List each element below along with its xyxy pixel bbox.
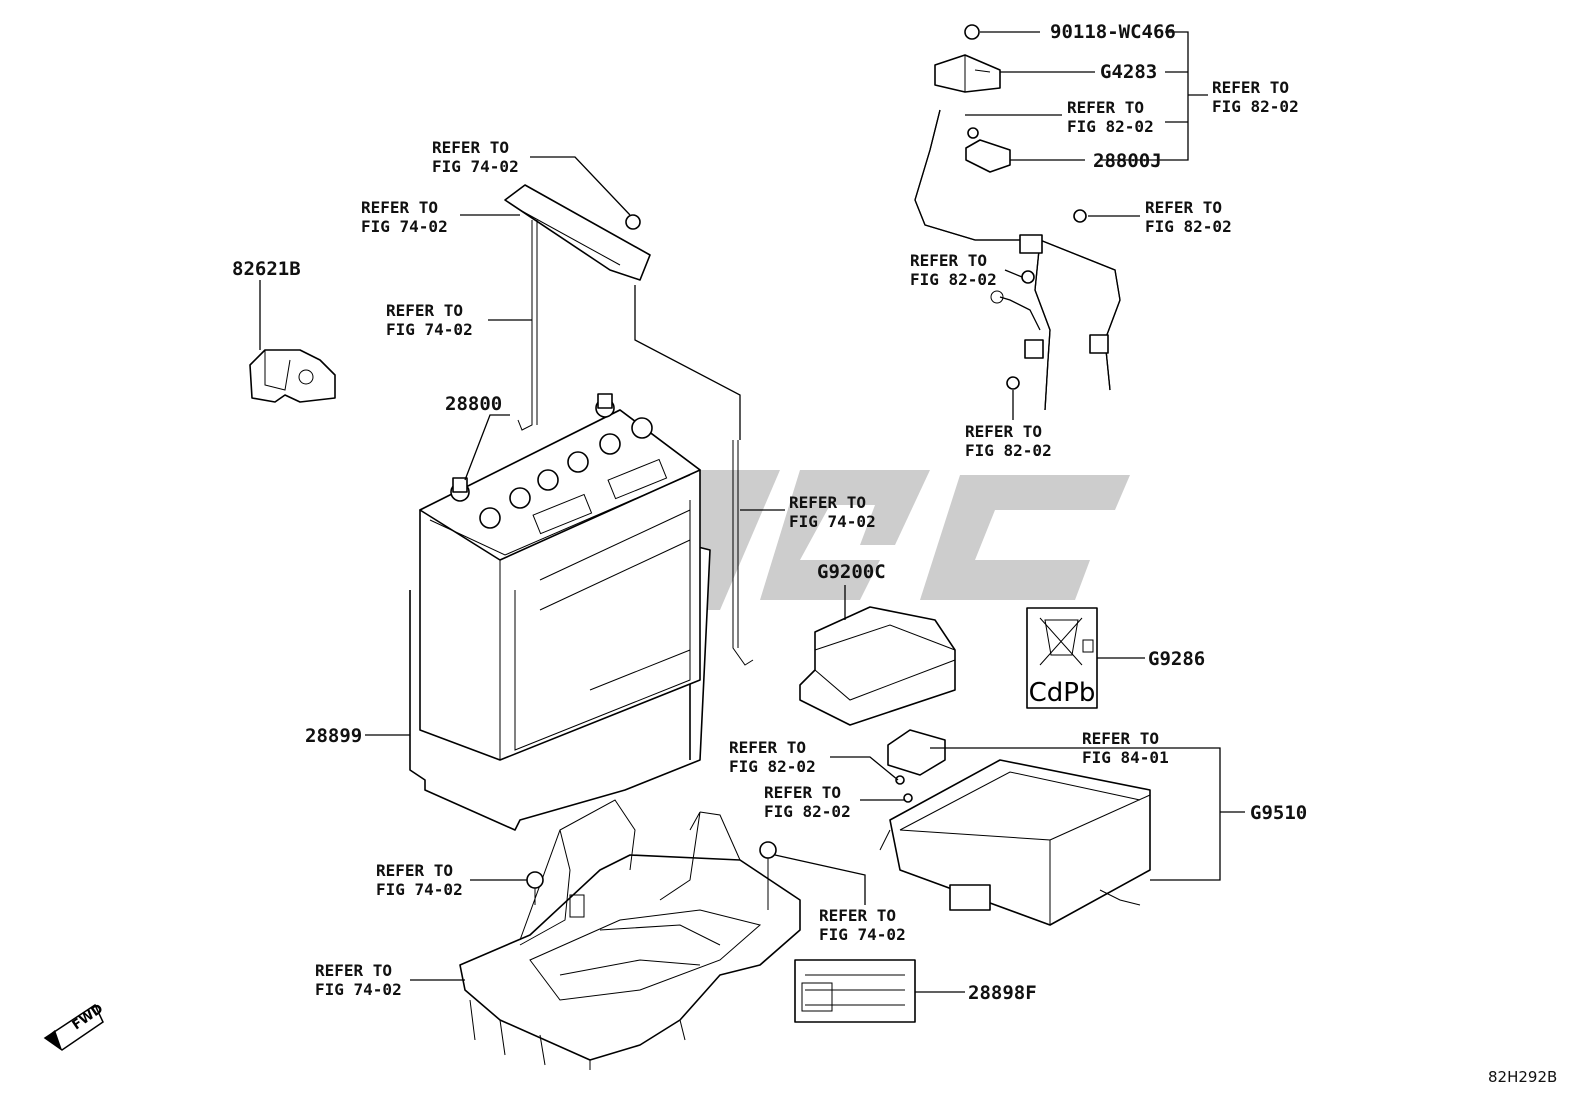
label-90118-wc466: 90118-WC466 — [1050, 21, 1176, 43]
battery[interactable] — [409, 393, 711, 831]
label-g4283: G4283 — [1100, 61, 1157, 83]
ref-label: FIG 82-02 — [910, 270, 997, 289]
ref-label: FIG 84-01 — [1082, 748, 1169, 767]
ref-label: REFER TO — [1082, 729, 1159, 748]
ref-label: REFER TO — [764, 783, 841, 802]
clamp-nut[interactable] — [625, 214, 641, 230]
ecu-cover-g9200c[interactable] — [799, 606, 956, 726]
label-28898f: 28898F — [968, 982, 1037, 1004]
ecu-g9510[interactable] — [879, 759, 1151, 926]
recycle-label-text: CdPb — [1029, 678, 1096, 708]
diagram-code: 82H292B — [1488, 1068, 1557, 1086]
label-g9286: G9286 — [1148, 648, 1205, 670]
reference-labels: REFER TO FIG 82-02 REFER TO FIG 82-02 RE… — [315, 78, 1299, 999]
ref-label: REFER TO — [965, 422, 1042, 441]
label-g9510: G9510 — [1250, 802, 1307, 824]
forward-arrow-icon: FWD — [43, 1001, 106, 1051]
ref-label: REFER TO — [910, 251, 987, 270]
ref-label: REFER TO — [315, 961, 392, 980]
ref-label: FIG 82-02 — [764, 802, 851, 821]
ref-label: FIG 82-02 — [1212, 97, 1299, 116]
battery-hold-down-clamp[interactable] — [504, 184, 651, 281]
ref-label: FIG 74-02 — [386, 320, 473, 339]
leader-lines — [259, 31, 1245, 993]
label-28899: 28899 — [305, 725, 362, 747]
fuse-block-82621b[interactable] — [249, 349, 336, 403]
ref-label: FIG 74-02 — [361, 217, 448, 236]
ref-label: REFER TO — [789, 493, 866, 512]
terminal-clamp-28800j[interactable] — [965, 127, 1011, 173]
label-28800: 28800 — [445, 393, 502, 415]
ref-label: FIG 74-02 — [432, 157, 519, 176]
ref-label: REFER TO — [386, 301, 463, 320]
caution-label-28898f[interactable] — [794, 959, 916, 1023]
tray-bolts[interactable] — [526, 841, 777, 910]
part-labels: 90118-WC466 G4283 28800J 82621B 28800 28… — [232, 21, 1307, 1004]
ref-label: FIG 74-02 — [819, 925, 906, 944]
battery-tray[interactable] — [459, 799, 801, 1070]
hold-down-rod-left[interactable] — [517, 220, 538, 431]
ref-label: REFER TO — [729, 738, 806, 757]
label-82621b: 82621B — [232, 258, 301, 280]
ref-label: REFER TO — [819, 906, 896, 925]
ref-label: REFER TO — [361, 198, 438, 217]
ref-label: FIG 82-02 — [729, 757, 816, 776]
hold-down-rod-right[interactable] — [732, 440, 754, 666]
ref-label: FIG 82-02 — [1067, 117, 1154, 136]
ref-label: REFER TO — [1145, 198, 1222, 217]
nut-90118-wc466[interactable] — [964, 24, 980, 40]
battery-terminal-posts — [450, 393, 653, 529]
battery-cable-harness[interactable] — [914, 109, 1121, 411]
connector-terminal[interactable] — [887, 729, 946, 803]
ref-label: REFER TO — [1212, 78, 1289, 97]
label-28800j: 28800J — [1093, 150, 1162, 172]
ref-label: FIG 82-02 — [1145, 217, 1232, 236]
ref-label: FIG 74-02 — [315, 980, 402, 999]
terminal-bracket-g4283[interactable] — [934, 54, 1001, 93]
cable-bolts[interactable] — [1006, 209, 1087, 390]
ref-label: FIG 74-02 — [376, 880, 463, 899]
label-g9200c: G9200C — [817, 561, 886, 583]
ref-label: REFER TO — [432, 138, 509, 157]
ref-label: REFER TO — [376, 861, 453, 880]
ref-label: REFER TO — [1067, 98, 1144, 117]
ref-label: FIG 74-02 — [789, 512, 876, 531]
ref-label: FIG 82-02 — [965, 441, 1052, 460]
recycle-label-g9286[interactable]: CdPb — [1026, 607, 1098, 709]
